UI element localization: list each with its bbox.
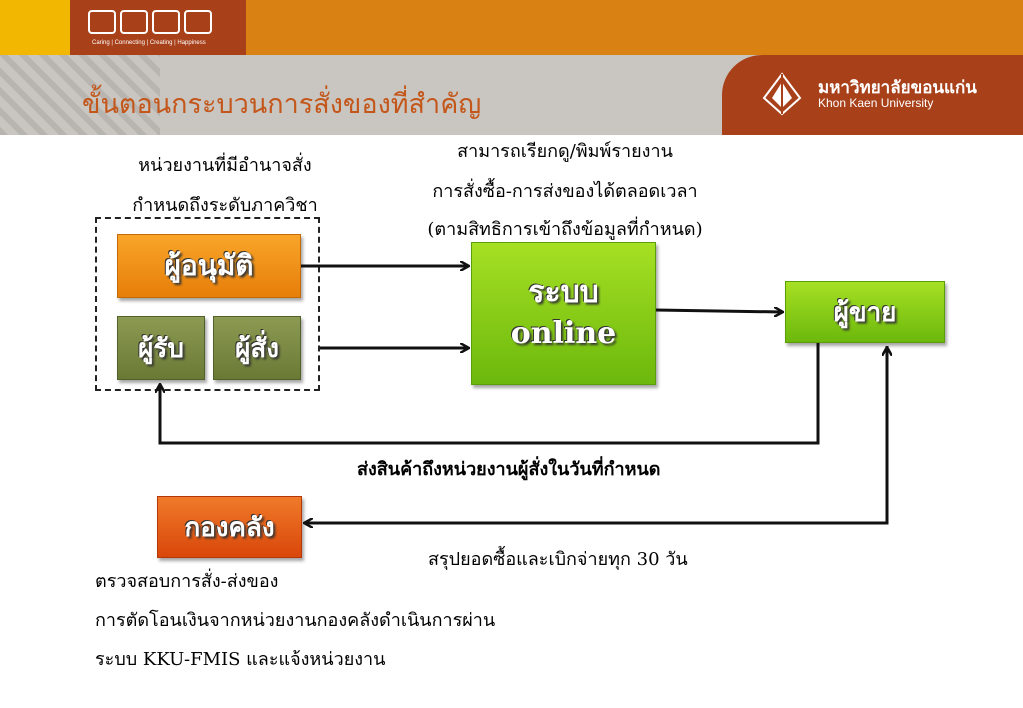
university-emblem-icon: [762, 72, 802, 116]
system-to-seller-arrow: [655, 310, 782, 312]
university-name-english: Khon Kaen University: [818, 96, 934, 110]
ordering-unit-group: [95, 217, 320, 391]
top-note-line-3: (ตามสิทธิการเข้าถึงข้อมูลที่กำหนด): [427, 219, 703, 240]
online-system-box: ระบบ online: [471, 242, 656, 385]
treasury-box: กองคลัง: [157, 496, 302, 558]
university-banner: [722, 55, 1023, 135]
left-note-line-1: หน่วยงานที่มีอำนาจสั่ง: [138, 155, 312, 176]
bottom-note-line-1: ตรวจสอบการสั่ง-ส่งของ: [95, 571, 279, 592]
bottom-note-line-2: การตัดโอนเงินจากหน่วยงานกองคลังดำเนินการ…: [95, 610, 496, 631]
bottom-note-line-3: ระบบ KKU-FMIS และแจ้งหน่วยงาน: [95, 649, 386, 670]
top-note-line-2: การสั่งซื้อ-การส่งของได้ตลอดเวลา: [432, 181, 698, 202]
page-title: ขั้นตอนกระบวนการสั่งของที่สำคัญ: [82, 89, 482, 120]
logo-tagline: Caring | Connecting | Creating | Happine…: [92, 40, 206, 46]
band-pattern: [0, 55, 160, 135]
summary-arrow: [305, 346, 889, 523]
summary-note: สรุปยอดซื้อและเบิกจ่ายทุก 30 วัน: [428, 549, 688, 570]
delivery-note: ส่งสินค้าถึงหน่วยงานผู้สั่งในวันที่กำหนด: [357, 459, 661, 480]
top-note-line-1: สามารถเรียกดู/พิมพ์รายงาน: [457, 141, 673, 162]
delivery-arrow: [160, 343, 820, 445]
kku-brand-logo: Caring | Connecting | Creating | Happine…: [70, 0, 246, 55]
receiver-box: ผู้รับ: [117, 316, 205, 380]
seller-box: ผู้ขาย: [785, 281, 945, 343]
orderer-box: ผู้สั่ง: [213, 316, 301, 380]
university-name-thai: มหาวิทยาลัยขอนแก่น: [818, 78, 977, 98]
left-note-line-2: กำหนดถึงระดับภาควิชา: [132, 195, 318, 216]
online-system-label-2: online: [510, 315, 617, 351]
approver-box: ผู้อนุมัติ: [117, 234, 301, 298]
logo-glyphs-icon: [88, 10, 218, 36]
top-bar-accent: [0, 0, 70, 55]
online-system-label-1: ระบบ: [528, 275, 599, 310]
